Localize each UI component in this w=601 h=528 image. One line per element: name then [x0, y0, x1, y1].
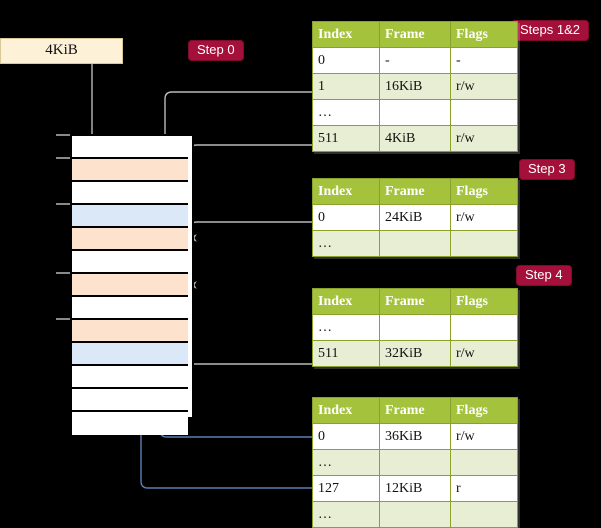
- table-row: …: [312, 449, 518, 476]
- cell-flags: r/w: [450, 204, 518, 231]
- table-row: …: [312, 230, 518, 257]
- column-header-frame: Frame: [379, 397, 451, 424]
- cell-frame: [379, 501, 451, 528]
- cell-index: 511: [312, 340, 380, 367]
- cell-index: 0: [312, 204, 380, 231]
- cell-index: 0: [312, 423, 380, 450]
- column-header-index: Index: [312, 21, 380, 48]
- cell-index: 511: [312, 125, 380, 152]
- column-header-flags: Flags: [450, 288, 518, 315]
- column-header-frame: Frame: [379, 288, 451, 315]
- connector-step3: [189, 221, 312, 289]
- memory-frame-row: [72, 136, 188, 159]
- memory-frame-row: [72, 228, 188, 251]
- cell-frame: 36KiB: [379, 423, 451, 450]
- cell-frame: [379, 230, 451, 257]
- cell-index: …: [312, 99, 380, 126]
- cell-frame: -: [379, 47, 451, 74]
- memory-frame-row: [72, 182, 188, 205]
- cell-index: 1: [312, 73, 380, 100]
- column-header-flags: Flags: [450, 397, 518, 424]
- column-header-index: Index: [312, 397, 380, 424]
- cell-frame: [379, 314, 451, 341]
- memory-row-tick: [56, 203, 70, 205]
- memory-frame-row: [72, 366, 188, 389]
- cell-index: …: [312, 314, 380, 341]
- memory-row-tick: [56, 318, 70, 320]
- source-frame-label: 4KiB: [45, 42, 78, 58]
- memory-frame-row: [72, 205, 188, 228]
- table-row: …: [312, 501, 518, 528]
- cell-flags: [450, 449, 518, 476]
- table-row: 0--: [312, 47, 518, 74]
- cell-frame: 12KiB: [379, 475, 451, 502]
- memory-frame-row: [72, 274, 188, 297]
- cell-flags: r/w: [450, 340, 518, 367]
- cell-frame: 4KiB: [379, 125, 451, 152]
- column-header-frame: Frame: [379, 21, 451, 48]
- cell-frame: 16KiB: [379, 73, 451, 100]
- memory-frame-row: [72, 159, 188, 182]
- cell-index: …: [312, 501, 380, 528]
- cell-flags: r/w: [450, 125, 518, 152]
- memory-frame-row: [72, 251, 188, 274]
- cell-frame: [379, 99, 451, 126]
- memory-row-tick: [56, 272, 70, 274]
- table-row: …: [312, 314, 518, 341]
- memory-frame-row: [72, 389, 188, 412]
- cell-flags: [450, 99, 518, 126]
- source-frame-box: 4KiB: [0, 38, 123, 64]
- column-header-flags: Flags: [450, 21, 518, 48]
- column-header-index: Index: [312, 178, 380, 205]
- column-header-index: Index: [312, 288, 380, 315]
- cell-frame: [379, 449, 451, 476]
- cell-flags: [450, 314, 518, 341]
- cell-flags: r/w: [450, 423, 518, 450]
- cell-index: 127: [312, 475, 380, 502]
- cell-index: 0: [312, 47, 380, 74]
- cell-flags: r/w: [450, 73, 518, 100]
- memory-frame-row: [72, 297, 188, 320]
- memory-frame-row: [72, 343, 188, 366]
- cell-index: …: [312, 449, 380, 476]
- memory-row-tick: [56, 134, 70, 136]
- memory-frame-row: [72, 412, 188, 435]
- cell-index: …: [312, 230, 380, 257]
- cell-flags: [450, 501, 518, 528]
- column-header-frame: Frame: [379, 178, 451, 205]
- connector-steps12-b: [189, 144, 312, 242]
- badge-step4: Step 4: [516, 265, 572, 286]
- physical-memory-column: [70, 134, 194, 435]
- cell-flags: r: [450, 475, 518, 502]
- cell-flags: [450, 230, 518, 257]
- memory-row-tick: [56, 157, 70, 159]
- cell-flags: -: [450, 47, 518, 74]
- badge-step3: Step 3: [519, 159, 575, 180]
- memory-frame-row: [72, 320, 188, 343]
- badge-steps1and2: Steps 1&2: [511, 20, 589, 41]
- cell-frame: 24KiB: [379, 204, 451, 231]
- badge-step0: Step 0: [188, 40, 244, 61]
- table-row: …: [312, 99, 518, 126]
- column-header-flags: Flags: [450, 178, 518, 205]
- cell-frame: 32KiB: [379, 340, 451, 367]
